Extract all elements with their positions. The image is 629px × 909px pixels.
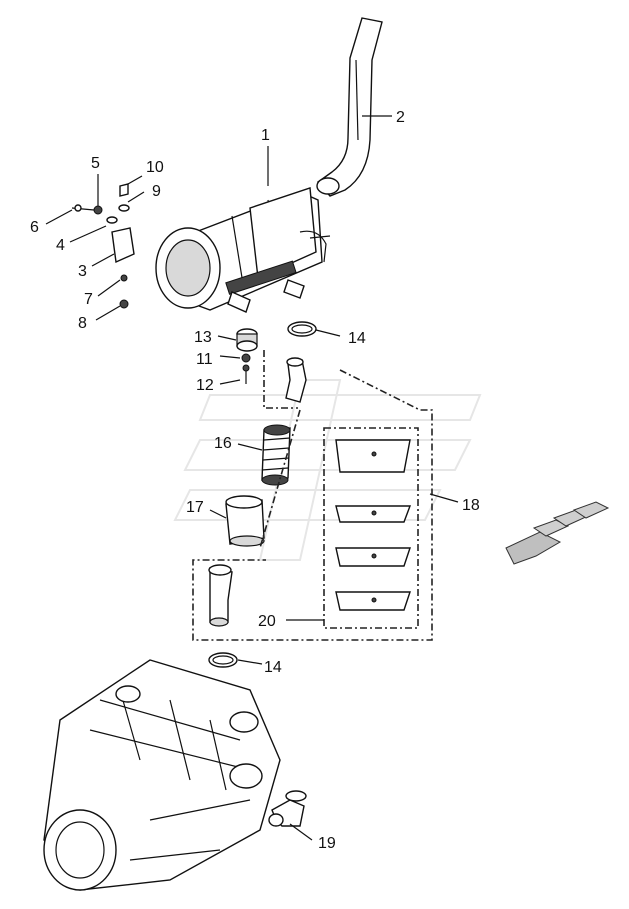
callout-19: 19	[318, 835, 336, 852]
forward-direction-arrow-icon	[505, 501, 610, 565]
callout-20: 20	[258, 613, 276, 630]
callout-3: 3	[78, 263, 87, 280]
callout-17: 17	[186, 499, 204, 516]
pipe-sleeve	[225, 495, 265, 547]
callout-13: 13	[194, 329, 212, 346]
exhaust-stack-pipe	[316, 17, 383, 197]
gasket-set	[335, 439, 412, 611]
callout-6: 6	[30, 219, 39, 236]
callout-16: 16	[214, 435, 232, 452]
callout-7: 7	[84, 291, 93, 308]
engine-block	[43, 659, 281, 891]
callout-2: 2	[396, 109, 405, 126]
callout-1: 1	[261, 127, 270, 144]
callout-labels: 1 2 3 4 5 6 7 8 9 10 11 12 13 14 14 16 1…	[30, 109, 480, 852]
kit-outline	[192, 350, 433, 641]
callout-5: 5	[91, 155, 100, 172]
callout-12: 12	[196, 377, 214, 394]
hose-clamp-bottom	[208, 652, 238, 668]
callout-14-bottom: 14	[264, 659, 282, 676]
mount-hardware	[236, 328, 258, 384]
callout-11: 11	[196, 351, 213, 368]
callout-10: 10	[146, 159, 164, 176]
elbow-pipe-upper	[285, 357, 307, 403]
hose-clamp-top	[287, 321, 317, 337]
hardware-cluster	[71, 183, 135, 309]
muffler-assembly	[155, 187, 331, 313]
flex-hose	[261, 424, 291, 486]
callout-18: 18	[462, 497, 480, 514]
callout-14-top: 14	[348, 330, 366, 347]
watermark-logo	[173, 379, 482, 561]
callout-4: 4	[56, 237, 65, 254]
elbow-pipe-lower	[208, 564, 233, 627]
callout-9: 9	[152, 183, 161, 200]
leader-lines	[45, 115, 459, 841]
outlet-elbow	[268, 790, 307, 827]
callout-8: 8	[78, 315, 87, 332]
